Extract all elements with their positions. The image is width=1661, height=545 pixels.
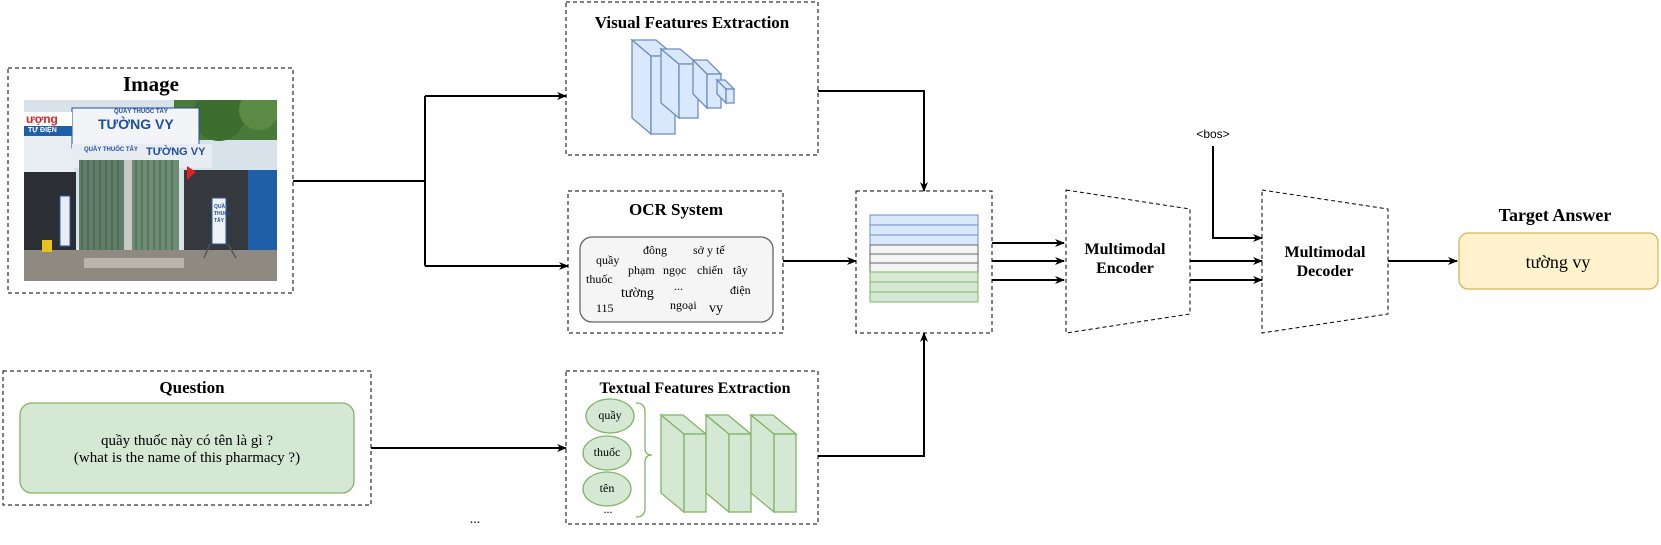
target-answer-box	[1458, 232, 1659, 290]
ocr-token: thuốc	[586, 272, 613, 286]
ocr-token: sở y tế	[693, 243, 725, 257]
dots-below-question: ...	[469, 512, 481, 527]
photo-sign-small: QUẦY THUỐC TÂY	[114, 109, 168, 115]
ocr-token: ngọc	[663, 263, 687, 277]
target-answer-title: Target Answer	[1498, 205, 1612, 225]
question-box-title: Question	[159, 378, 225, 397]
storefront-photo: QUẦY THUỐC TÂY TƯỜNG VY ượng TỰ ĐIỆN QUẦ…	[24, 100, 277, 281]
feature-stack	[869, 214, 979, 303]
question-text-vi: quầy thuốc này có tên là gì ?	[100, 433, 274, 449]
ocr-token: đông	[643, 243, 667, 257]
ocr-tokens-box	[579, 236, 774, 323]
question-box-frame	[2, 370, 372, 506]
question-text-box	[19, 402, 355, 494]
photo-sign-mid-big: TƯỜNG VY	[146, 146, 206, 158]
ocr-box-frame	[567, 190, 784, 334]
textual-token-ellipses	[582, 398, 635, 507]
ocr-token: vy	[709, 301, 723, 316]
ocr-token: phạm	[628, 263, 655, 277]
image-box-title: Image	[123, 72, 179, 96]
textual-box-frame	[565, 370, 819, 525]
ocr-token: ...	[674, 279, 683, 293]
question-text-en: (what is the name of this pharmacy ?)	[73, 450, 301, 466]
photo-sign-left: ượng	[26, 112, 58, 126]
photo-sign-main: TƯỜNG VY	[98, 116, 174, 132]
textual-box-title: Textual Features Extraction	[599, 380, 791, 397]
cnn-icon	[630, 38, 736, 136]
decoder-shape	[1261, 189, 1389, 334]
ocr-token: chiến	[697, 263, 723, 277]
ocr-token: tường	[621, 286, 654, 301]
ocr-token: ngoại	[670, 298, 697, 312]
token-brace	[635, 402, 653, 518]
encoder-label-1: Multimodal	[1084, 241, 1166, 258]
decoder-label-1: Multimodal	[1284, 244, 1366, 261]
ocr-token: điện	[730, 283, 751, 297]
visual-box-title: Visual Features Extraction	[594, 13, 790, 32]
ocr-token: tây	[733, 263, 748, 277]
ocr-token: 115	[596, 301, 614, 315]
textual-token: thuốc	[593, 445, 621, 459]
embedding-blocks	[659, 413, 798, 514]
bos-token-label: <bos>	[1196, 127, 1230, 141]
connectors	[293, 90, 1458, 457]
textual-token: tên	[599, 481, 615, 495]
ocr-token: quầy	[596, 253, 620, 267]
decoder-label-2: Decoder	[1296, 263, 1354, 280]
encoder-label-2: Encoder	[1096, 260, 1154, 277]
ocr-box-title: OCR System	[629, 200, 723, 219]
encoder-shape	[1065, 189, 1191, 334]
photo-sign-mid: QUẦY THUỐC TÂY	[84, 147, 138, 153]
photo-standee-text: QUẦY THUỐC TÂY	[214, 204, 232, 224]
visual-box-frame	[565, 1, 819, 156]
target-answer-text: tường vy	[1525, 252, 1591, 272]
textual-token: quầy	[598, 408, 622, 422]
textual-token: ...	[603, 502, 613, 516]
image-box-frame	[7, 67, 294, 294]
photo-sign-left-sub: TỰ ĐIỆN	[28, 127, 57, 134]
